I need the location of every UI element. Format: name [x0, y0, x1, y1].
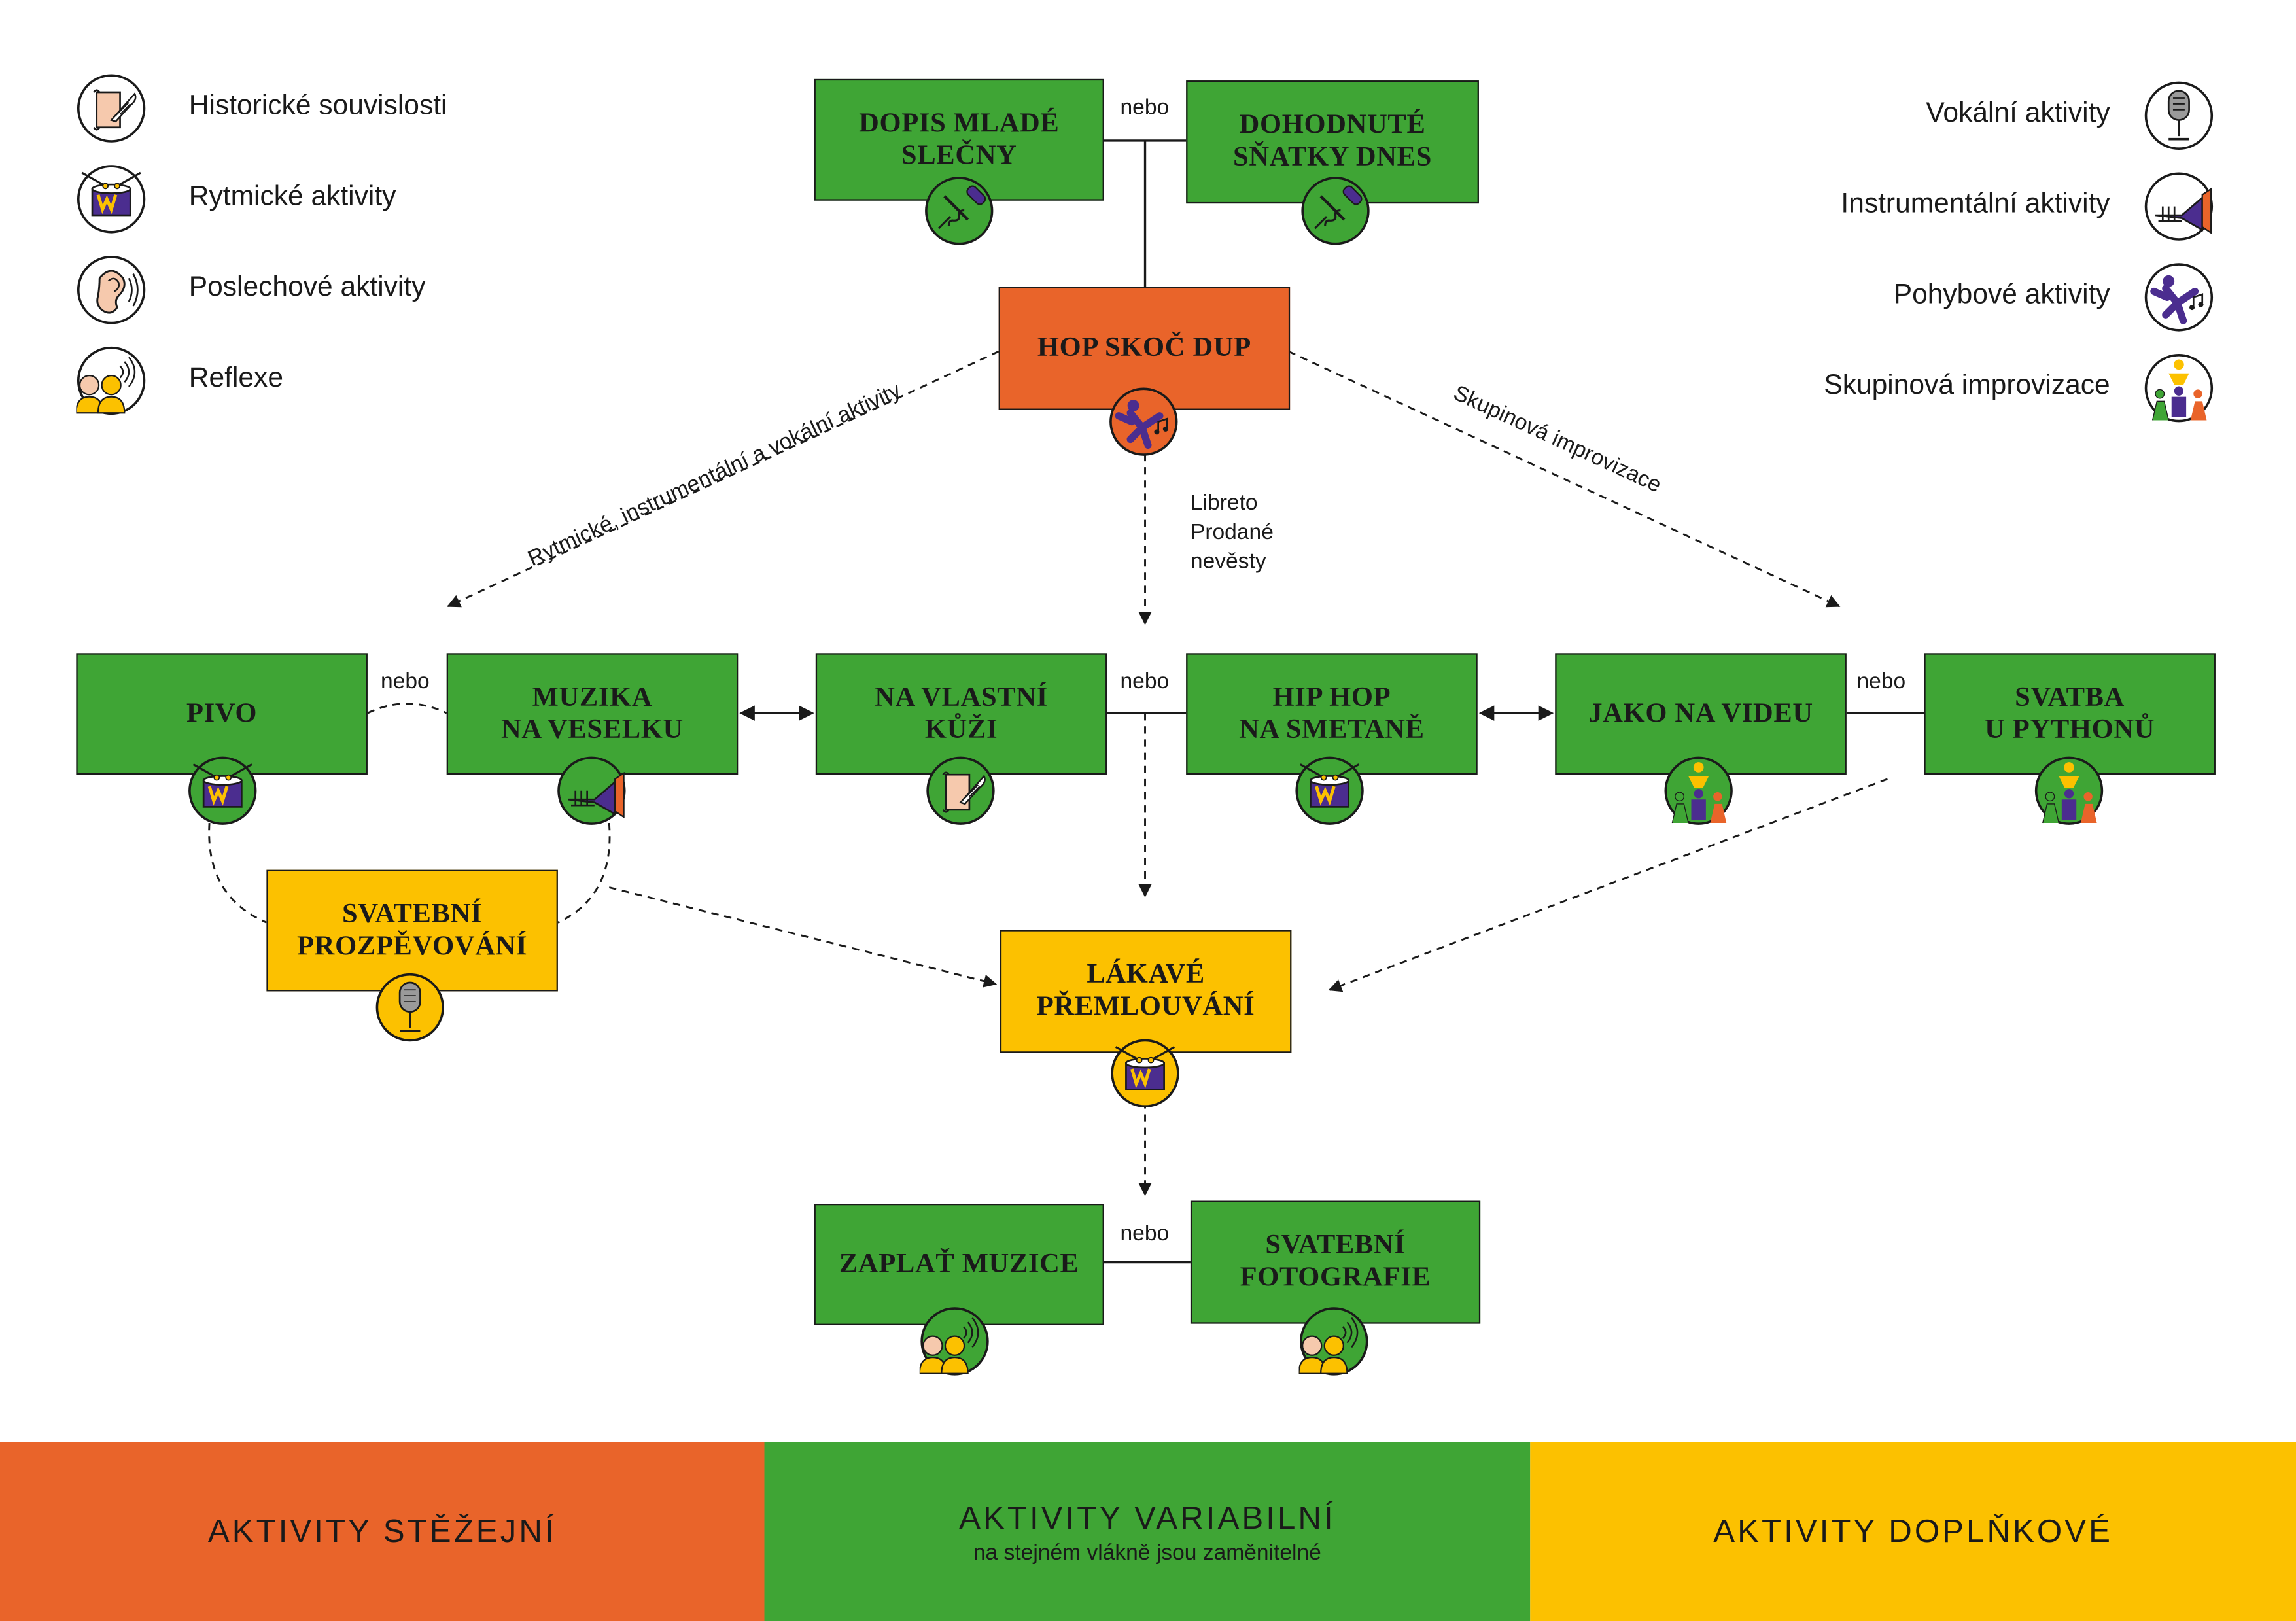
right-path-arrow: [1288, 350, 1841, 608]
drum-icon: [1110, 1038, 1180, 1108]
node-muzika-na-veselku: MUZIKA NA VESELKU: [446, 653, 739, 775]
nebo-label-top: nebo: [1120, 95, 1170, 120]
two-people-talking-icon: [75, 345, 146, 415]
trumpet-icon: [557, 756, 627, 826]
group-figures-icon: [1663, 756, 1733, 826]
two-people-talking-icon: [1298, 1306, 1369, 1376]
nebo-label-bottom: nebo: [1120, 1221, 1170, 1246]
dancer-icon: [2144, 262, 2214, 332]
left-path-arrow: [447, 350, 1000, 608]
node-svatebni-prozpevovani: SVATEBNÍ PROZPĚVOVÁNÍ: [266, 869, 558, 992]
corkscrew-icon: [924, 176, 994, 246]
legend-left-label: Poslechové aktivity: [188, 272, 426, 304]
footer-core-label: AKTIVITY STĚŽEJNÍ: [207, 1512, 557, 1550]
drum-icon: [76, 164, 146, 234]
nebo-link-pivo: [367, 703, 447, 714]
two-people-talking-icon: [918, 1306, 990, 1376]
node-lakave-premlouvani: LÁKAVÉ PŘEMLOUVÁNÍ: [1000, 930, 1292, 1053]
dancer-icon: [1109, 387, 1179, 457]
footer-variable-band: AKTIVITY VARIABILNÍ na stejném vlákně js…: [764, 1442, 1531, 1621]
nebo-label-middle: nebo: [1120, 669, 1170, 695]
trumpet-icon: [2144, 171, 2214, 241]
legend-left-label: Rytmické aktivity: [188, 181, 396, 213]
footer-variable-label: AKTIVITY VARIABILNÍ: [959, 1499, 1336, 1536]
legend-right-label: Pohybové aktivity: [1893, 279, 2110, 311]
node-zaplat-muzice: ZAPLAŤ MUZICE: [814, 1204, 1104, 1325]
footer-supplementary-band: AKTIVITY DOPLŇKOVÉ: [1530, 1442, 2296, 1621]
pivo-curve: [208, 822, 267, 924]
ear-icon: [76, 254, 146, 324]
left-to-premlouvani-arrow: [608, 886, 998, 988]
nebo-label-pivo: nebo: [381, 669, 430, 695]
footer-core-band: AKTIVITY STĚŽEJNÍ: [0, 1442, 765, 1621]
center-path-label: Libreto Prodané nevěsty: [1190, 490, 1274, 574]
group-figures-icon: [2144, 353, 2214, 423]
microphone-icon: [375, 972, 445, 1042]
right-to-premlouvani-arrow: [1328, 778, 1888, 992]
legend-left-label: Reflexe: [188, 363, 283, 394]
drum-icon: [1295, 756, 1365, 826]
legend-right-label: Skupinová improvizace: [1824, 370, 2110, 402]
drum-icon: [188, 756, 258, 826]
scroll-quill-icon: [76, 73, 146, 143]
node-na-vlastni-kuzi: NA VLASTNÍ KŮŽI: [815, 653, 1107, 775]
scroll-quill-icon: [926, 756, 996, 826]
node-svatebni-fotografie: SVATEBNÍ FOTOGRAFIE: [1190, 1200, 1481, 1324]
footer-variable-note: na stejném vlákně jsou zaměnitelné: [973, 1539, 1321, 1565]
nebo-label-right: nebo: [1856, 669, 1906, 695]
muzika-curve: [557, 822, 611, 924]
legend-right-label: Instrumentální aktivity: [1841, 188, 2110, 220]
node-hip-hop-na-smetane: HIP HOP NA SMETANĚ: [1186, 653, 1478, 775]
footer-supplementary-label: AKTIVITY DOPLŇKOVÉ: [1713, 1512, 2113, 1550]
group-figures-icon: [2034, 756, 2104, 826]
corkscrew-icon: [1300, 176, 1370, 246]
microphone-icon: [2144, 80, 2214, 150]
legend-left-label: Historické souvislosti: [188, 90, 447, 122]
legend-right-label: Vokální aktivity: [1926, 97, 2110, 129]
